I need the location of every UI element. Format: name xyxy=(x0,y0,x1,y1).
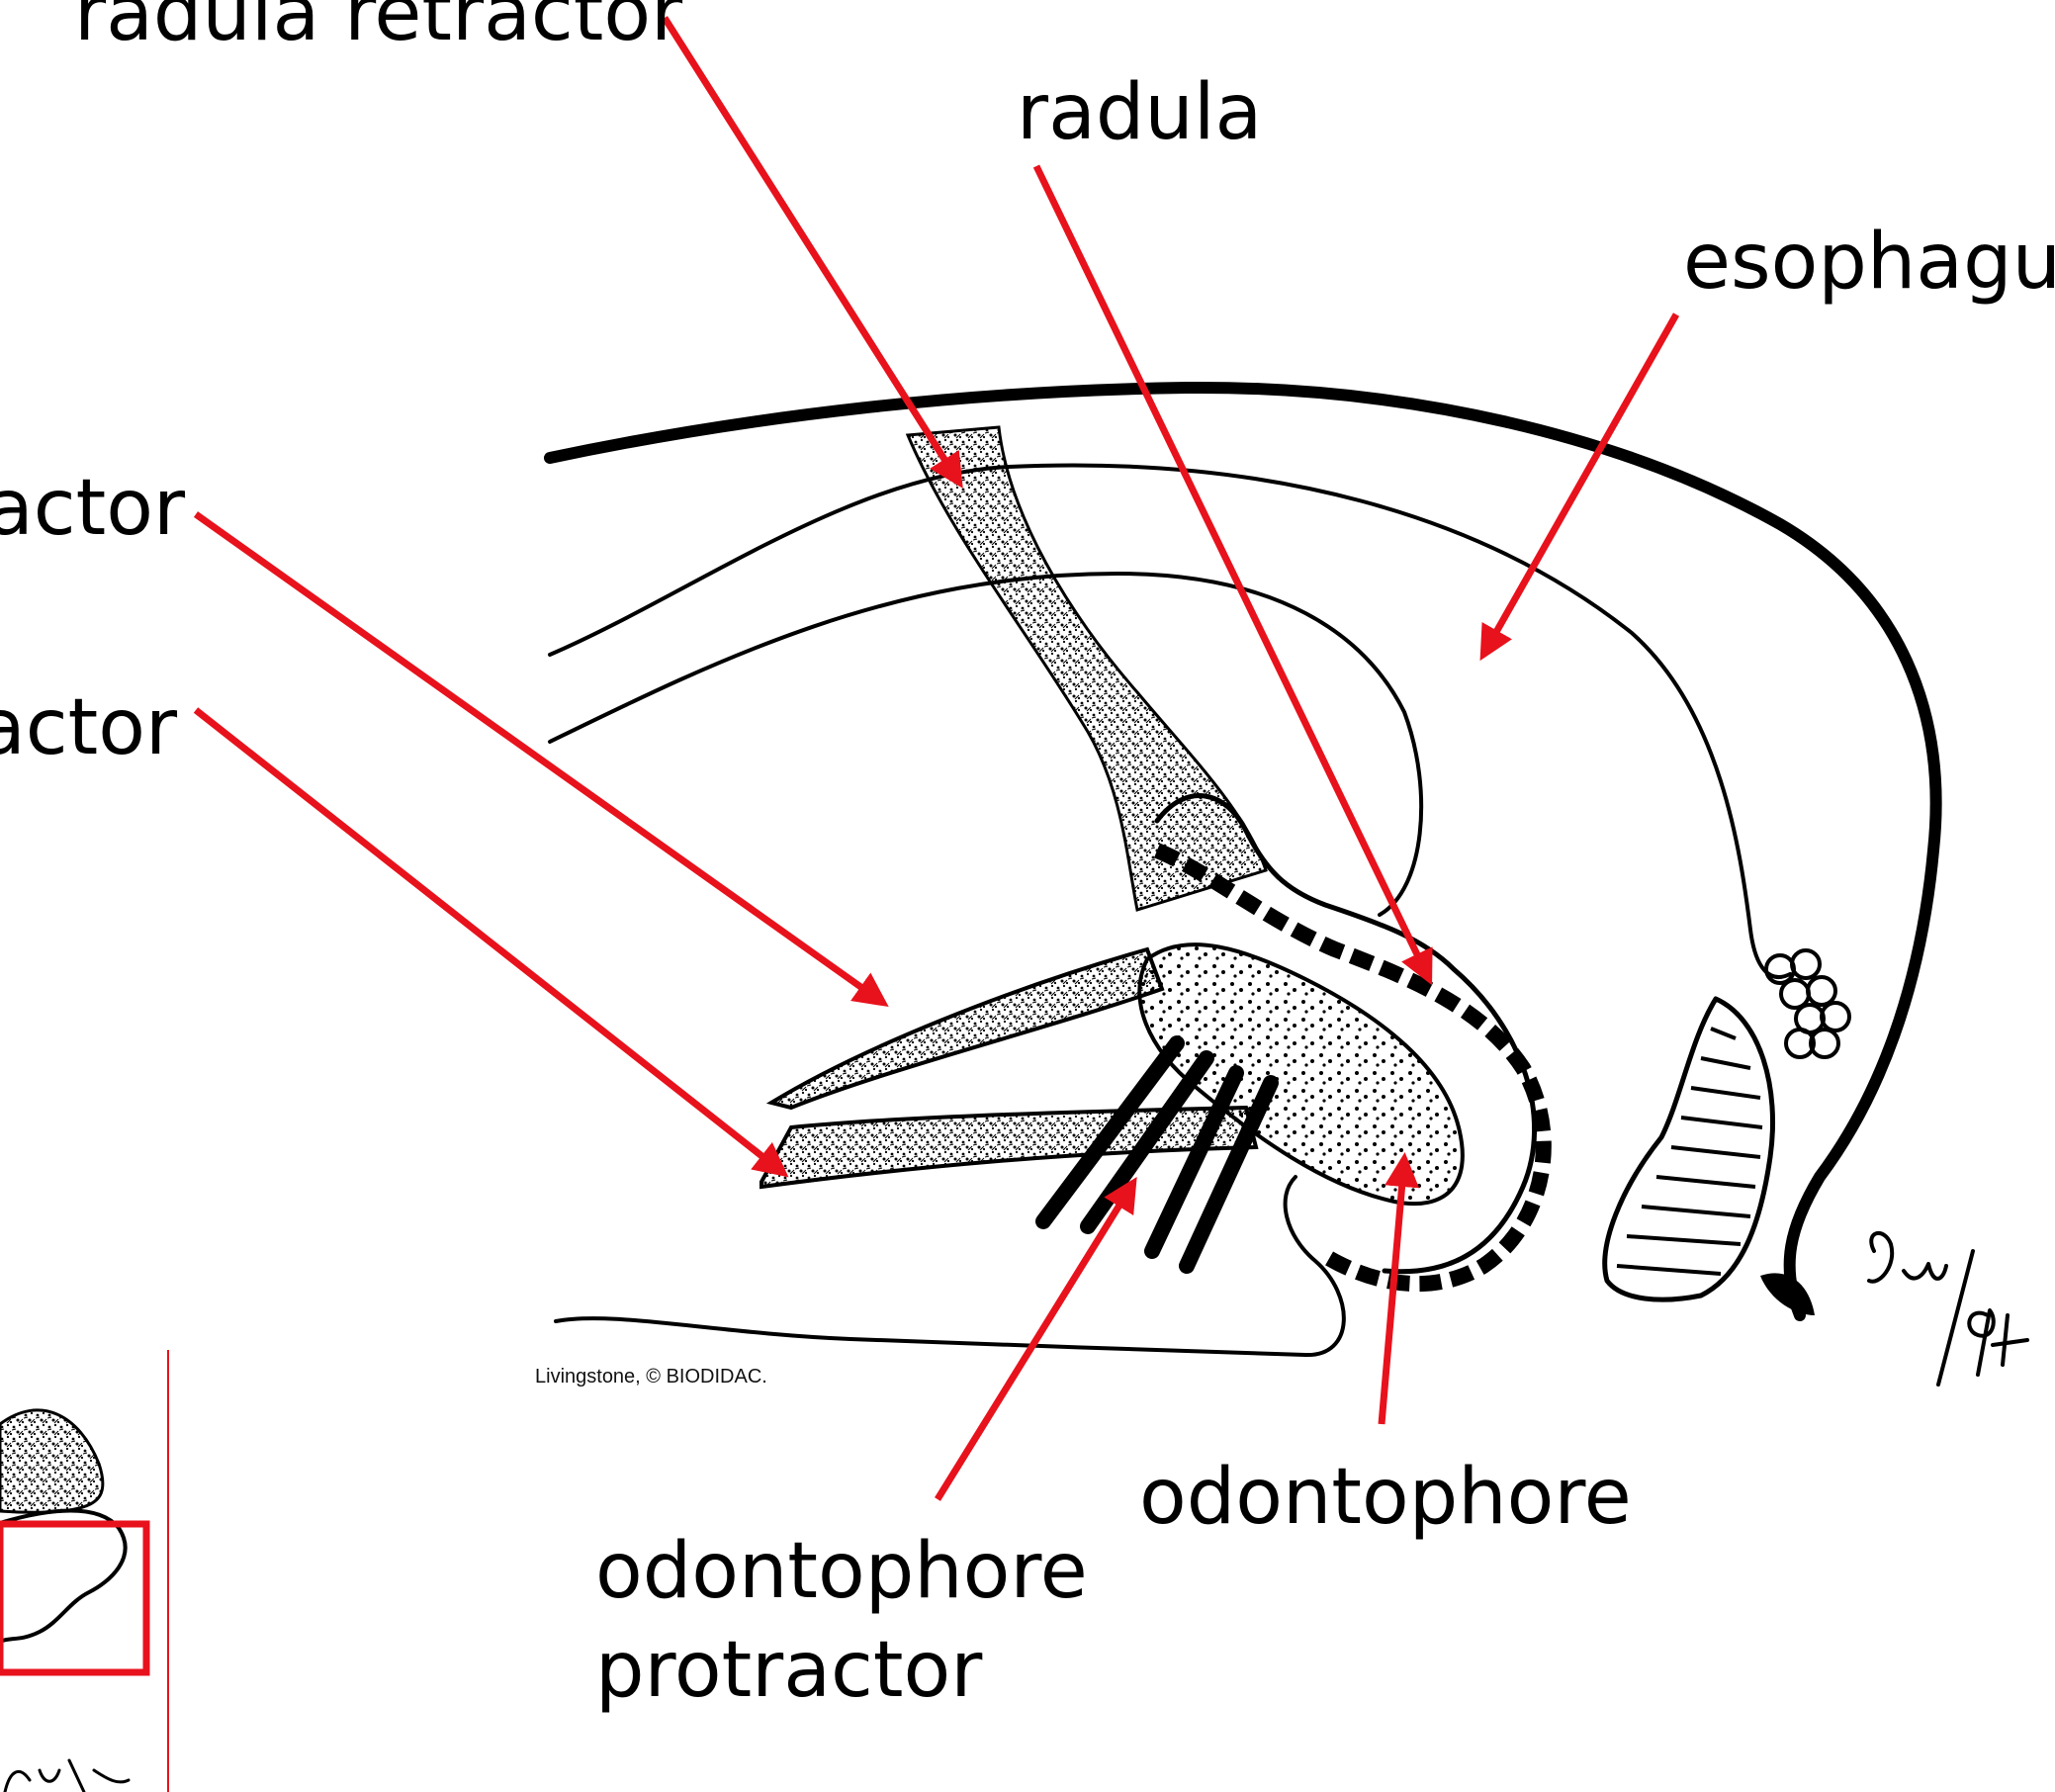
arrow-lower-retractor xyxy=(193,707,789,1178)
label-lower-retractor: actor xyxy=(0,683,178,772)
inset-body xyxy=(0,1508,128,1644)
inset-handwriting xyxy=(3,1758,131,1792)
label-radula: radula xyxy=(1017,68,1262,157)
signature xyxy=(1867,1231,2029,1387)
label-upper-retractor: actor xyxy=(0,464,186,553)
floor-outline xyxy=(554,1175,1346,1358)
inset-highlight-box xyxy=(0,1520,150,1676)
pointer-arrows xyxy=(193,16,1680,1501)
arrow-odontophore xyxy=(1378,1152,1420,1425)
arrow-radula-retractor xyxy=(662,16,963,489)
inset-shell xyxy=(0,1408,105,1514)
arrow-radula xyxy=(1032,164,1433,986)
gland-cluster xyxy=(1764,948,1851,1059)
radula-teeth xyxy=(1153,843,1552,1293)
jaw-tip xyxy=(1760,1273,1815,1315)
jaw xyxy=(1602,996,1775,1302)
label-odontophore: odontophore xyxy=(1139,1453,1632,1542)
radula-retractor-muscle xyxy=(905,425,1268,912)
label-odontophore-protractor-line2: protractor xyxy=(595,1626,983,1715)
anatomy-drawing xyxy=(544,381,1942,1358)
upper-retractor-muscle xyxy=(765,946,1165,1111)
label-radula-retractor: radula retractor xyxy=(74,0,683,58)
credit-text: Livingstone, © BIODIDAC. xyxy=(535,1366,767,1388)
lower-retractor-muscle xyxy=(759,1105,1259,1190)
esophagus-wall xyxy=(548,463,1792,979)
inset-thumbnail xyxy=(0,1350,169,1792)
body-wall-outline xyxy=(544,381,1942,1321)
arrow-upper-retractor xyxy=(193,511,889,1008)
label-esophagus: esophagus xyxy=(1683,218,2055,307)
arrow-odontophore-protractor xyxy=(935,1177,1137,1501)
esophagus-inner-wall xyxy=(548,572,1424,917)
label-odontophore-protractor-line1: odontophore xyxy=(595,1527,1088,1616)
radula-sac xyxy=(1154,793,1537,1275)
arrow-esophagus xyxy=(1479,313,1680,662)
